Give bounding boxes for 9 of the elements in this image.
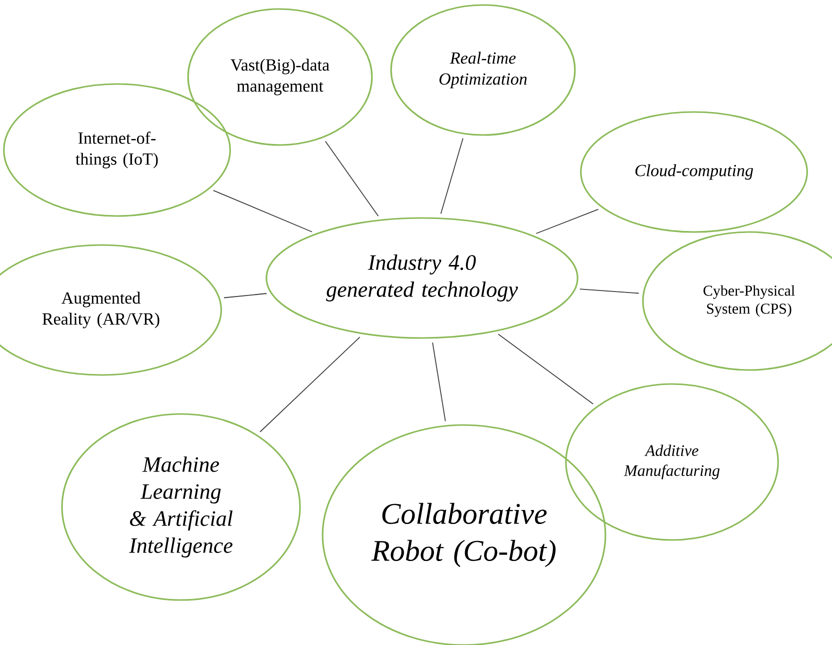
connector-line bbox=[260, 336, 360, 432]
connector-line bbox=[498, 334, 594, 404]
connector-line bbox=[212, 190, 312, 232]
connector-line bbox=[432, 342, 446, 422]
connector-line bbox=[536, 208, 599, 234]
connector-line bbox=[224, 293, 268, 298]
connector-line bbox=[579, 288, 640, 294]
connector-line bbox=[440, 138, 464, 214]
connector-line bbox=[324, 140, 379, 217]
